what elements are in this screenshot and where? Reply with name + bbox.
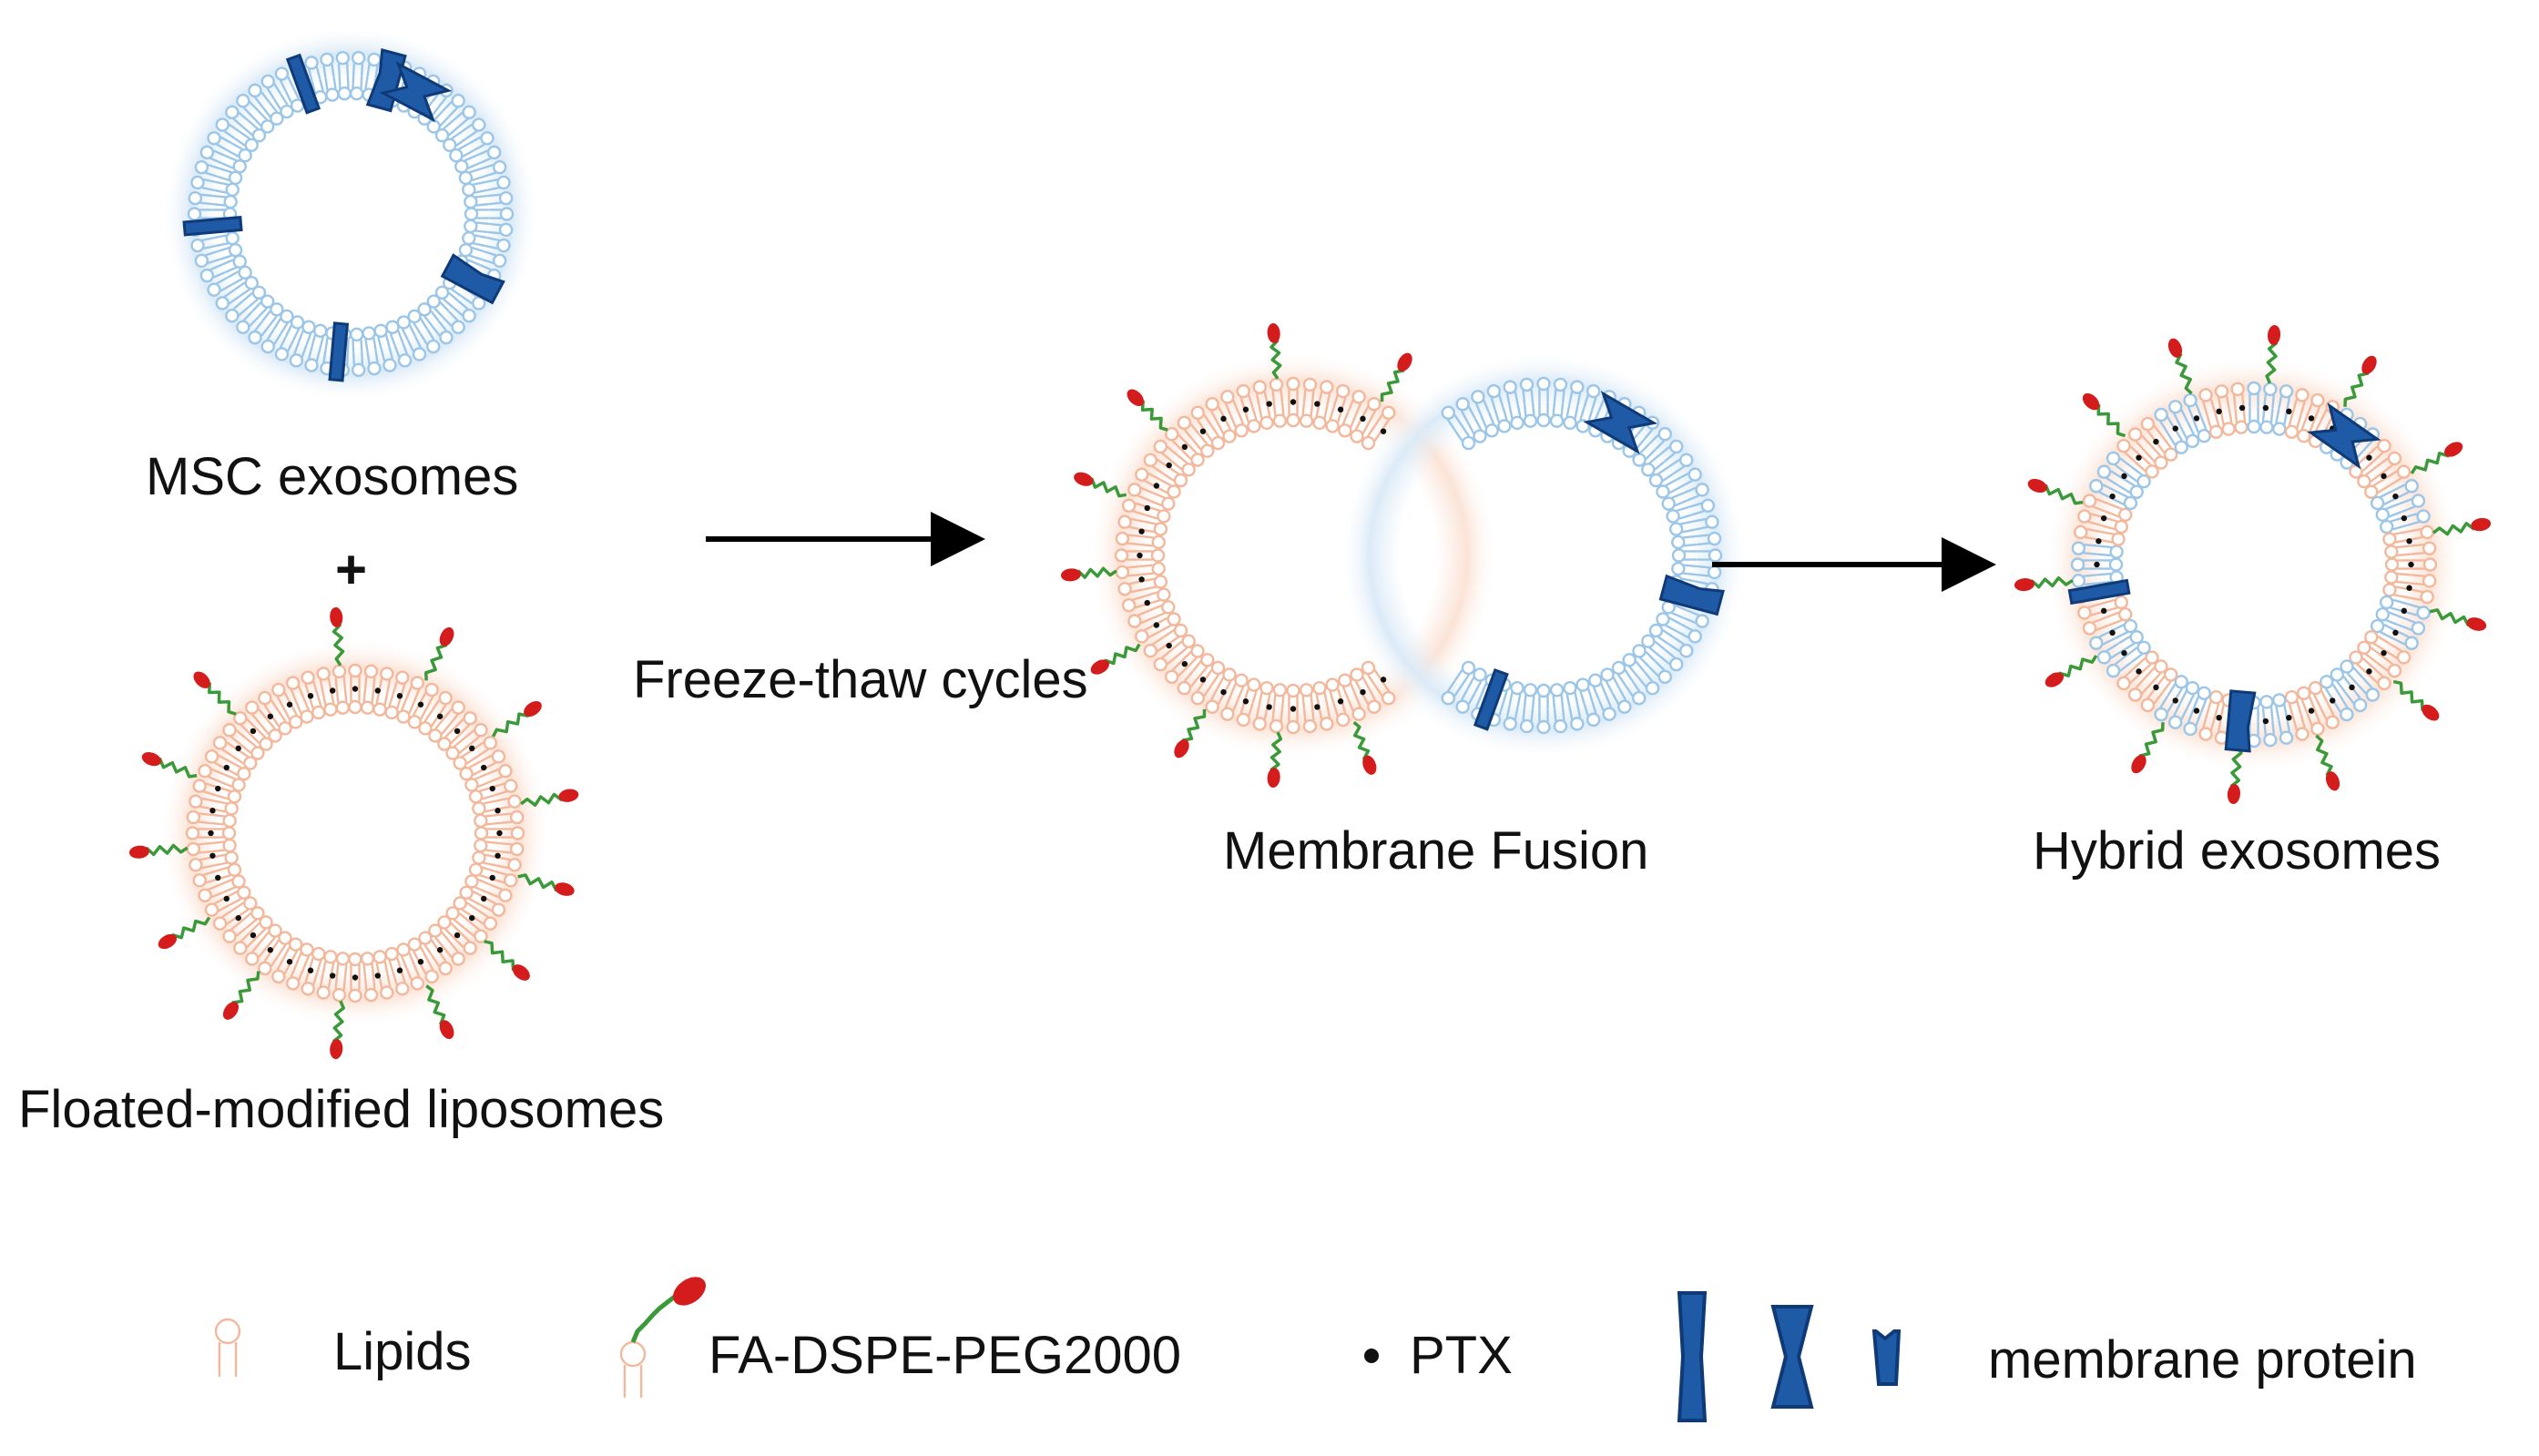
membrane-protein	[1583, 391, 1658, 454]
fa-peg-ligand	[2014, 576, 2074, 592]
label-freeze-thaw: Freeze-thaw cycles	[633, 650, 1088, 709]
fa-peg-ligand	[425, 984, 454, 1040]
fa-peg-ligand	[2027, 478, 2084, 505]
fa-peg-ligand	[1352, 720, 1377, 775]
msc-exosome-vesicle	[161, 25, 540, 403]
fa-peg-ligand	[330, 606, 345, 667]
fa-peg-ligand	[1267, 731, 1283, 789]
fa-peg-ligand	[520, 789, 579, 807]
label-msc-exosomes: MSC exosomes	[146, 447, 519, 506]
fa-peg-ligand	[2167, 338, 2193, 395]
fa-peg-ligand	[517, 873, 575, 896]
fa-peg-ligand	[1060, 566, 1117, 582]
fa-peg-ligand	[2227, 745, 2243, 805]
legend-lipids-label: Lipids	[333, 1322, 472, 1381]
fa-peg-ligand	[2265, 324, 2281, 384]
fa-peg-ligand	[2044, 655, 2098, 687]
fa-peg-ligand	[330, 1000, 345, 1060]
fa-peg-ligand	[491, 700, 542, 738]
membrane-fusion-vesicle	[1060, 322, 1749, 789]
fa-peg-ligand	[2315, 734, 2340, 791]
fa-peg-ligand	[193, 671, 237, 716]
legend-ptx-label: PTX	[1410, 1326, 1513, 1385]
fa-peg-ligand	[2410, 442, 2463, 474]
lipid-icon	[214, 1318, 241, 1378]
fa-peg-ligand	[423, 626, 454, 681]
fa-peg-ligand	[158, 916, 211, 950]
membrane-protein	[1473, 667, 1509, 731]
fa-peg-ligand	[484, 940, 530, 981]
membrane-protein	[2067, 578, 2131, 606]
fa-peg-ligand	[2131, 722, 2165, 774]
fa-dspe-peg-icon	[619, 1277, 707, 1399]
fa-peg-ligand	[1267, 322, 1282, 380]
label-hybrid-exosomes: Hybrid exosomes	[2033, 821, 2442, 881]
fa-peg-ligand	[1074, 472, 1127, 498]
membrane-protein	[1658, 574, 1725, 616]
membrane-protein	[365, 47, 407, 113]
membrane-protein	[2224, 689, 2257, 753]
fa-peg-ligand	[141, 752, 198, 779]
fa-peg-ligand	[2429, 608, 2487, 631]
fa-peg-ligand	[2432, 517, 2492, 536]
membrane-protein	[2307, 402, 2381, 470]
ptx-dot-icon	[1364, 1349, 1379, 1363]
fa-peg-ligand	[2343, 355, 2377, 407]
membrane-protein	[440, 253, 505, 305]
label-membrane-fusion: Membrane Fusion	[1223, 821, 1649, 881]
fa-peg-ligand	[1127, 389, 1168, 432]
fa-peg-ligand	[1174, 708, 1207, 759]
membrane-protein	[379, 61, 453, 123]
fa-peg-ligand	[1090, 643, 1141, 675]
liposome-vesicle	[128, 606, 579, 1060]
membrane-protein	[328, 321, 350, 382]
plus-sign: +	[335, 539, 368, 600]
fa-peg-ligand	[2392, 679, 2440, 721]
hybrid-exosome-vesicle	[2014, 324, 2492, 805]
membrane-protein-icons	[1677, 1291, 1902, 1422]
legend-membrane-protein-label: membrane protein	[1988, 1330, 2417, 1390]
label-liposomes: Floated-modified liposomes	[18, 1080, 665, 1139]
fa-peg-ligand	[222, 971, 260, 1020]
membrane-protein	[285, 53, 321, 115]
membrane-protein	[182, 215, 243, 237]
fa-peg-ligand	[2082, 392, 2126, 438]
fa-peg-ligand	[128, 843, 189, 859]
legend-fa-peg-label: FA-DSPE-PEG2000	[709, 1326, 1181, 1385]
fa-peg-ligand	[1380, 352, 1412, 402]
